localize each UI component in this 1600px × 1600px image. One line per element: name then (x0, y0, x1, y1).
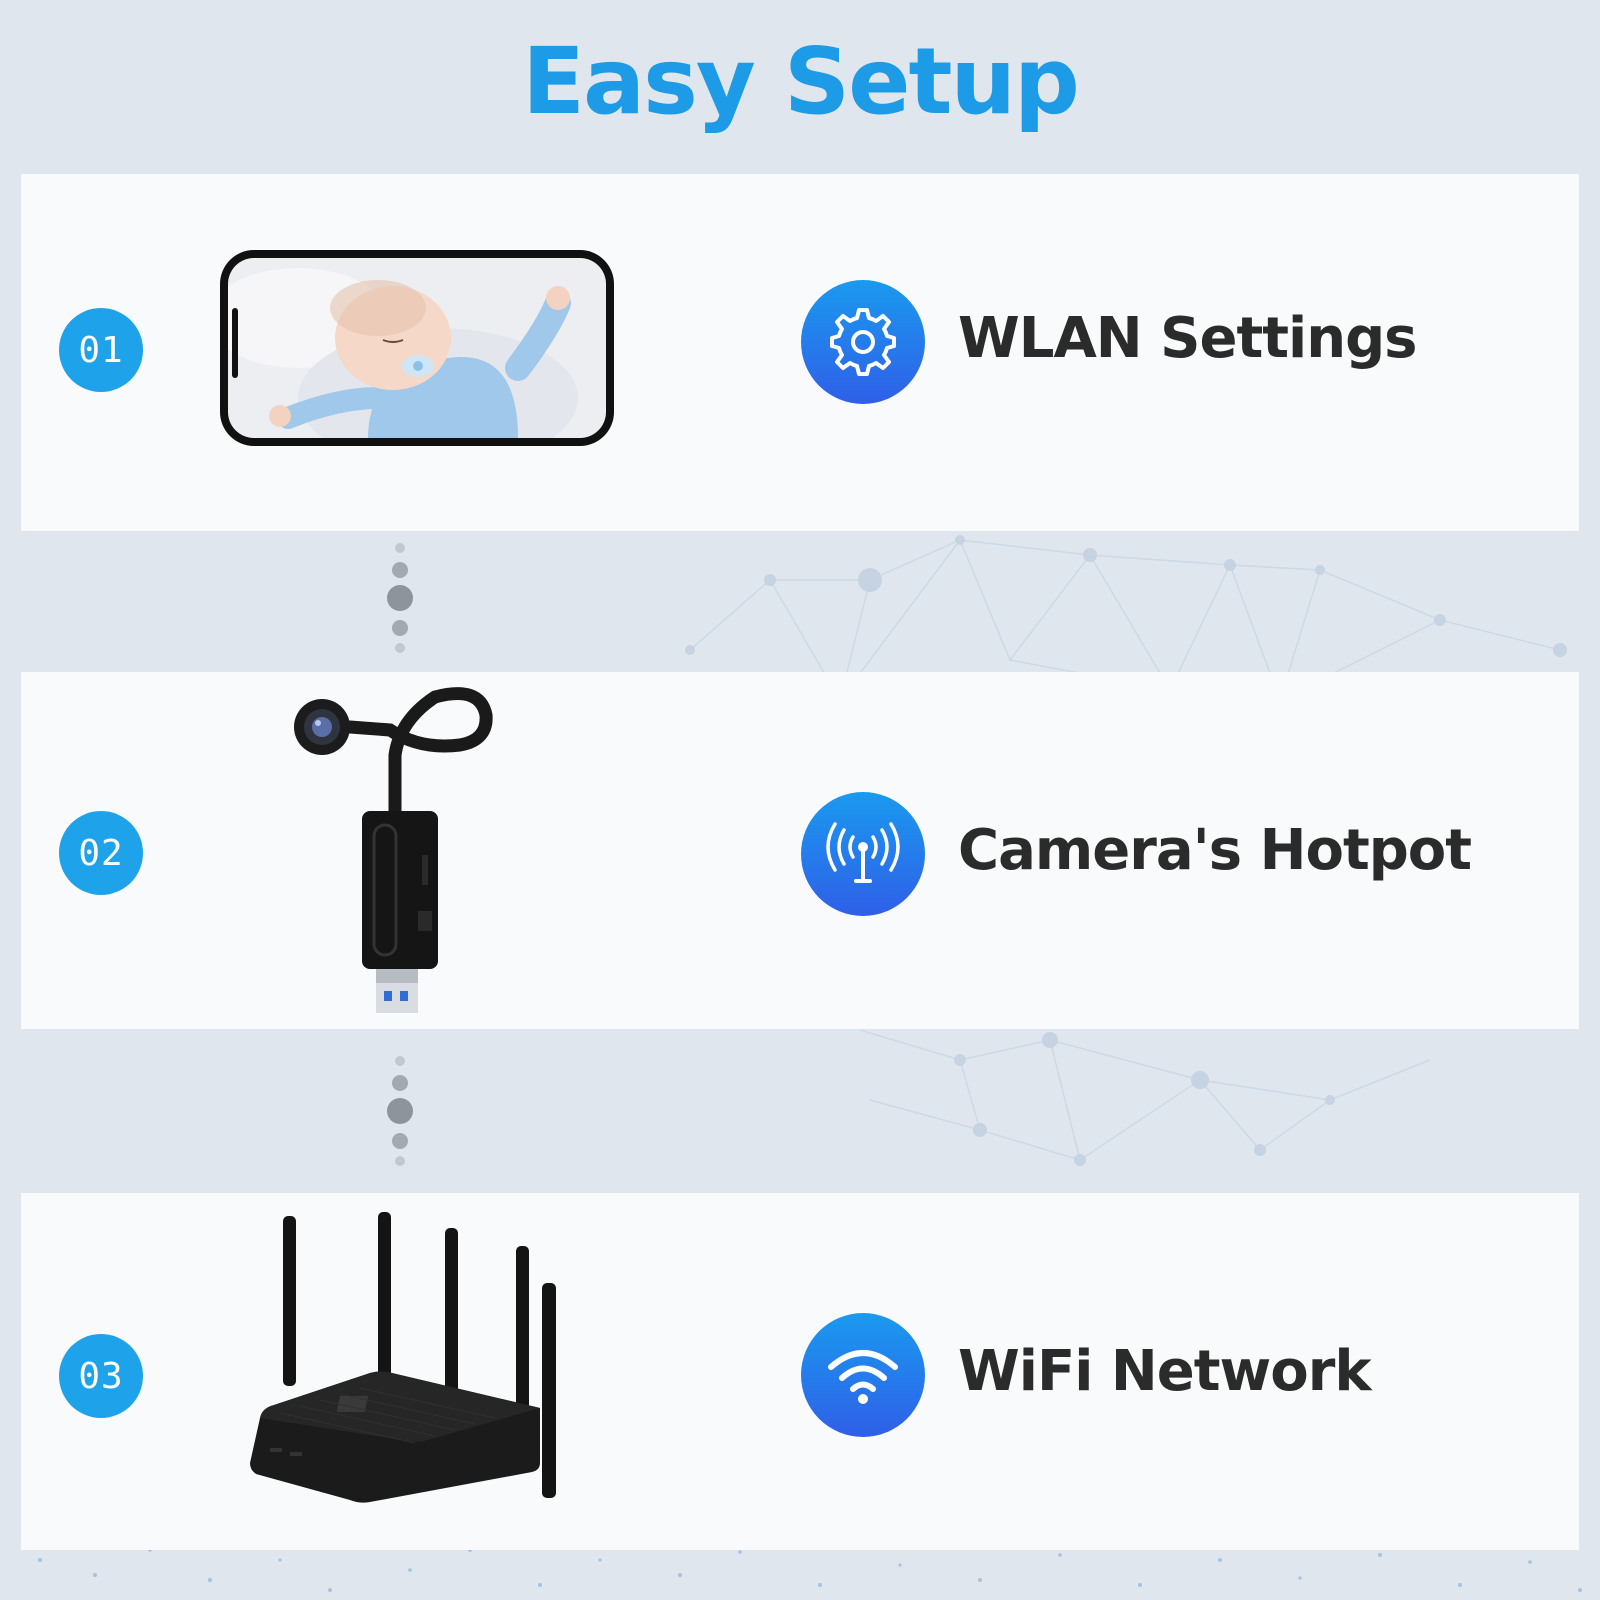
wifi-router-with-five-antennas (250, 1212, 556, 1503)
step-connector-dots (387, 1056, 413, 1166)
wifi-icon-badge (801, 1313, 925, 1437)
step-label: WLAN Settings (958, 306, 1417, 371)
step-number-badge: 03 (59, 1334, 143, 1418)
step-label: WiFi Network (958, 1339, 1372, 1404)
wifi-icon (828, 1350, 898, 1404)
hotspot-icon-badge (801, 792, 925, 916)
gear-icon-badge (801, 280, 925, 404)
page-title: Easy Setup (522, 28, 1080, 135)
step-card-3 (21, 1193, 1579, 1550)
usb-camera-with-flexible-neck (294, 687, 493, 1013)
hotspot-antenna-icon (826, 822, 900, 883)
gear-icon (830, 308, 896, 376)
step-number-badge: 02 (59, 811, 143, 895)
step-card-2 (21, 672, 1579, 1029)
step-label: Camera's Hotpot (958, 818, 1472, 883)
smartphone-with-baby-image (220, 250, 614, 446)
step-connector-dots (387, 543, 413, 653)
step-number-badge: 01 (59, 308, 143, 392)
